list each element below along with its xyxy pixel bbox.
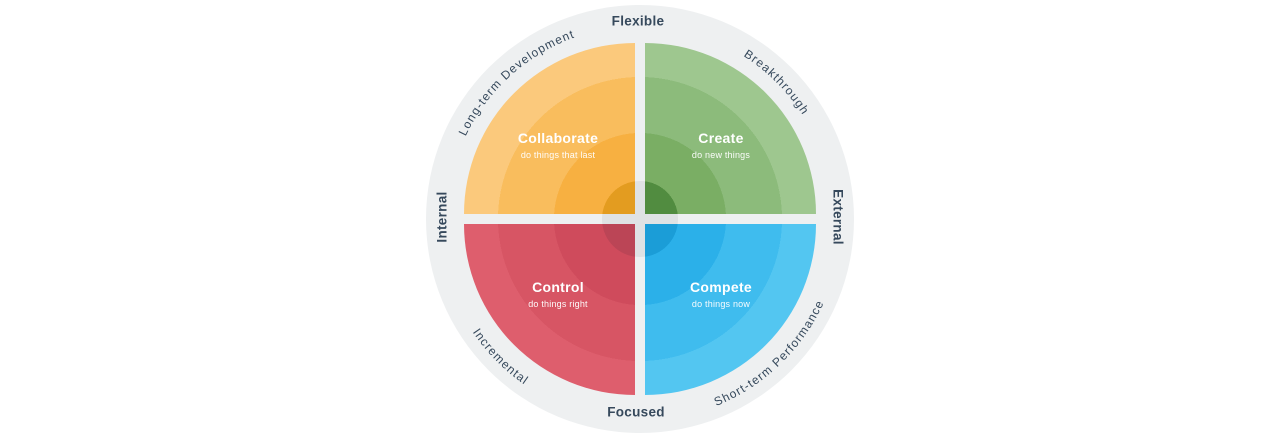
axis-label-external: External xyxy=(830,189,846,245)
quadrant-subtitle-compete: do things now xyxy=(691,299,751,309)
outer-ring-disc xyxy=(426,5,854,433)
axis-label-flexible: Flexible xyxy=(611,13,665,29)
axis-label-internal: Internal xyxy=(434,191,450,243)
axis-label-focused: Focused xyxy=(607,404,665,420)
quadrant-subtitle-collaborate: do things that last xyxy=(520,150,596,160)
quadrant-title-compete: Compete xyxy=(690,279,752,295)
quadrant-title-control: Control xyxy=(532,279,584,295)
quadrant-subtitle-control: do things right xyxy=(528,299,588,309)
quadrant-title-create: Create xyxy=(698,130,744,146)
quadrant-title-collaborate: Collaborate xyxy=(517,130,599,146)
quadrant-subtitle-create: do new things xyxy=(691,150,751,160)
